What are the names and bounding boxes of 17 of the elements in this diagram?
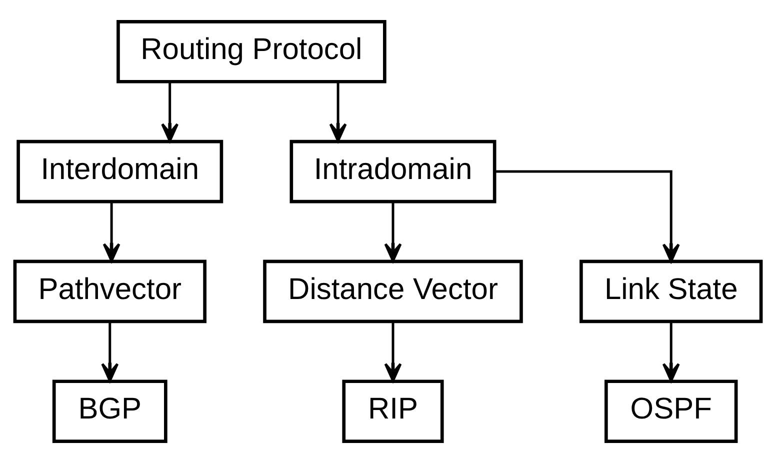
arrow xyxy=(384,321,402,382)
arrow xyxy=(101,321,119,382)
node-box: OSPF xyxy=(604,379,738,442)
node-box: Distance Vector xyxy=(263,259,523,323)
node-box: Pathvector xyxy=(13,259,206,323)
arrow xyxy=(494,170,680,262)
arrow xyxy=(384,201,402,262)
node-box: Routing Protocol xyxy=(116,20,386,83)
arrow xyxy=(161,81,179,142)
node-box: Intradomain xyxy=(290,139,496,203)
node-box: BGP xyxy=(52,379,168,442)
node-box: Interdomain xyxy=(16,139,224,203)
node-box: RIP xyxy=(342,379,444,442)
arrow xyxy=(329,81,347,142)
arrow xyxy=(102,201,120,262)
arrow xyxy=(662,321,680,382)
node-box: Link State xyxy=(580,259,763,323)
